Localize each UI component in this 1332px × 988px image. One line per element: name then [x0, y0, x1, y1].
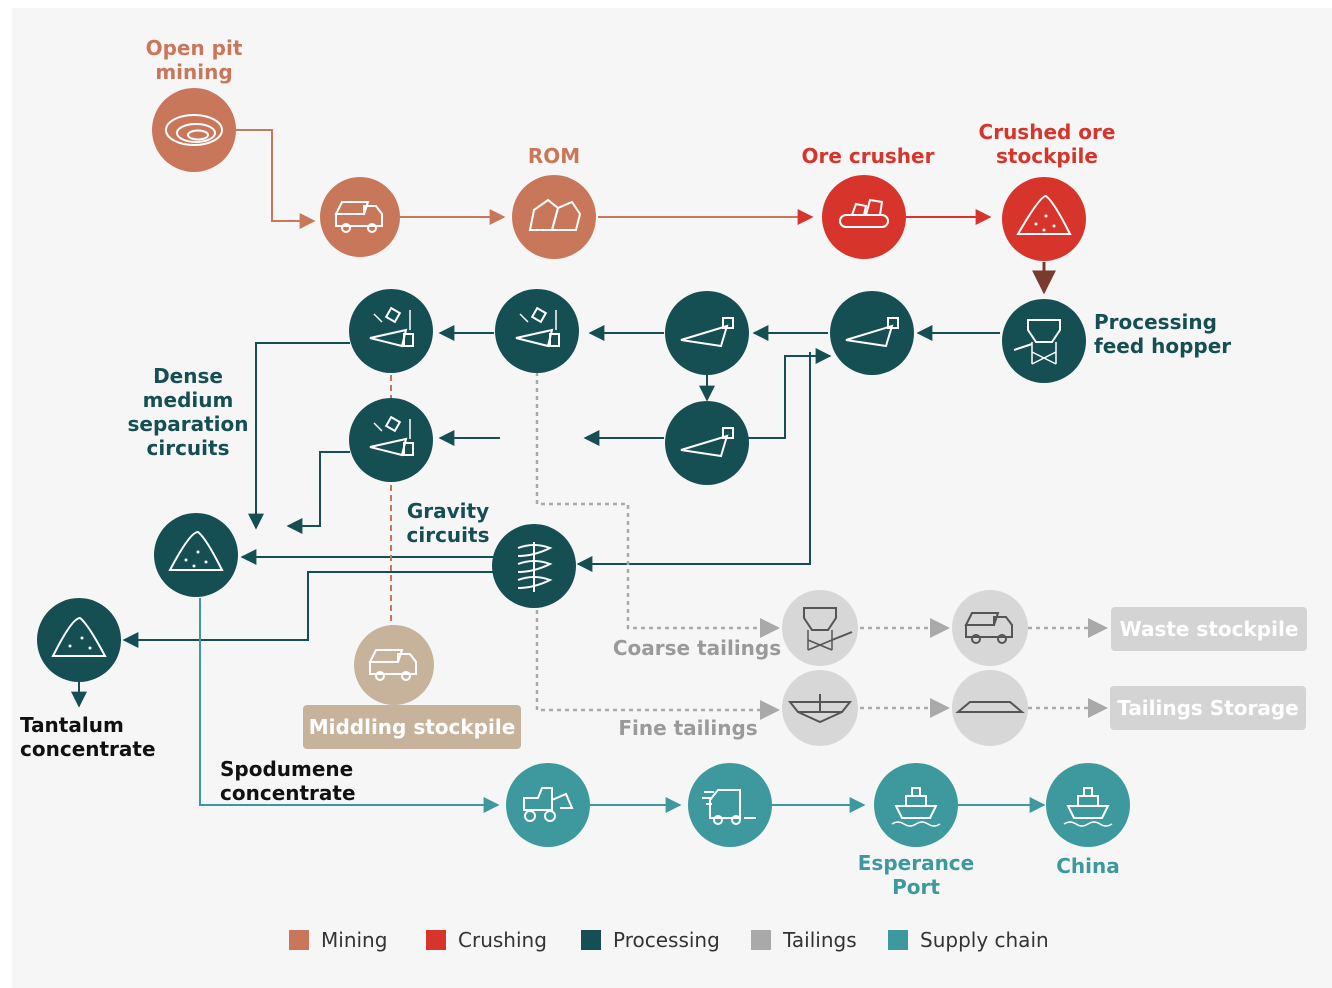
legend-tailings: Tailings: [751, 928, 857, 952]
legend-label: Mining: [321, 928, 388, 952]
legend-label: Processing: [613, 928, 720, 952]
dms3-to-pile-line: [286, 451, 350, 534]
open-pit-label: Open pit mining: [145, 36, 243, 84]
legend-supply-chain: Supply chain: [888, 928, 1049, 952]
crushed-stockpile-label: Crushed ore stockpile: [978, 120, 1116, 168]
haul-truck-icon: [320, 177, 400, 257]
legend-swatch-processing: [581, 930, 601, 950]
legend-label: Supply chain: [920, 928, 1049, 952]
processing-connectors: [71, 325, 1000, 708]
screen-icon: [830, 291, 914, 375]
gravity-label: Gravity circuits: [406, 499, 490, 547]
feed-hopper-label: Processing feed hopper: [1094, 310, 1232, 358]
spodumene-label: Spodumene concentrate: [220, 757, 356, 805]
ship-icon: [874, 763, 958, 847]
middling-stockpile-box: Middling stockpile: [303, 705, 521, 749]
ore-crusher-label: Ore crusher: [801, 144, 935, 168]
legend-swatch-supply-chain: [888, 930, 908, 950]
hopper-icon: [1002, 299, 1086, 383]
supply-connectors: [199, 598, 1046, 813]
screen3-to-screen1-line: [748, 348, 832, 439]
rock-pile-icon: [512, 175, 596, 259]
ship-icon: [1046, 763, 1130, 847]
thickener-icon: [782, 670, 858, 746]
legend-swatch-tailings: [751, 930, 771, 950]
tailings-storage-box: Tailings Storage: [1110, 686, 1306, 730]
haul-truck-icon: [952, 590, 1028, 666]
open-pit-icon: [152, 88, 236, 172]
dense-medium-separator-icon: [495, 289, 579, 373]
esperance-label: Esperance Port: [857, 851, 975, 899]
screen-icon: [665, 291, 749, 375]
legend-label: Tailings: [783, 928, 857, 952]
legend-crushing: Crushing: [426, 928, 547, 952]
waste-stockpile-box: Waste stockpile: [1111, 607, 1307, 651]
dms2-to-pile-line: [248, 342, 350, 530]
legend-swatch-mining: [289, 930, 309, 950]
spiral-to-tantalum-line: [122, 571, 494, 648]
screen1-to-spiral-line: [576, 352, 811, 572]
spiral-to-fine-tailings-line: [535, 610, 780, 720]
dense-medium-separator-icon: [349, 289, 433, 373]
dump-truck-icon: [354, 625, 434, 705]
china-label: China: [1056, 854, 1120, 878]
legend-label: Crushing: [458, 928, 547, 952]
tantalum-label: Tantalum concentrate: [20, 713, 156, 761]
legend-processing: Processing: [581, 928, 720, 952]
tailings-bin-icon: [782, 590, 858, 666]
concentrate-pile-icon: [37, 598, 121, 682]
front-loader-icon: [506, 763, 590, 847]
rom-label: ROM: [527, 144, 581, 168]
legend-mining: Mining: [289, 928, 387, 952]
tailings-connectors: [535, 372, 1108, 720]
mining-connectors: [236, 129, 1056, 295]
screen-icon: [665, 401, 749, 485]
crusher-conveyor-icon: [822, 175, 906, 259]
fine-tailings-label: Fine tailings: [618, 716, 758, 740]
open-pit-to-truck-line: [236, 129, 316, 229]
stockpile-icon: [1002, 177, 1086, 261]
dms-to-coarse-tailings-line: [535, 372, 780, 638]
concentrate-pile-icon: [154, 513, 238, 597]
spiral-concentrator-icon: [492, 524, 576, 608]
legend-swatch-crushing: [426, 930, 446, 950]
dense-medium-separator-icon: [349, 398, 433, 482]
road-train-icon: [688, 763, 772, 847]
coarse-tailings-label: Coarse tailings: [612, 636, 782, 660]
pile-to-loader-line: [199, 598, 500, 813]
tailings-storage-icon: [952, 670, 1028, 746]
dms-label: Dense medium separation circuits: [127, 364, 249, 460]
